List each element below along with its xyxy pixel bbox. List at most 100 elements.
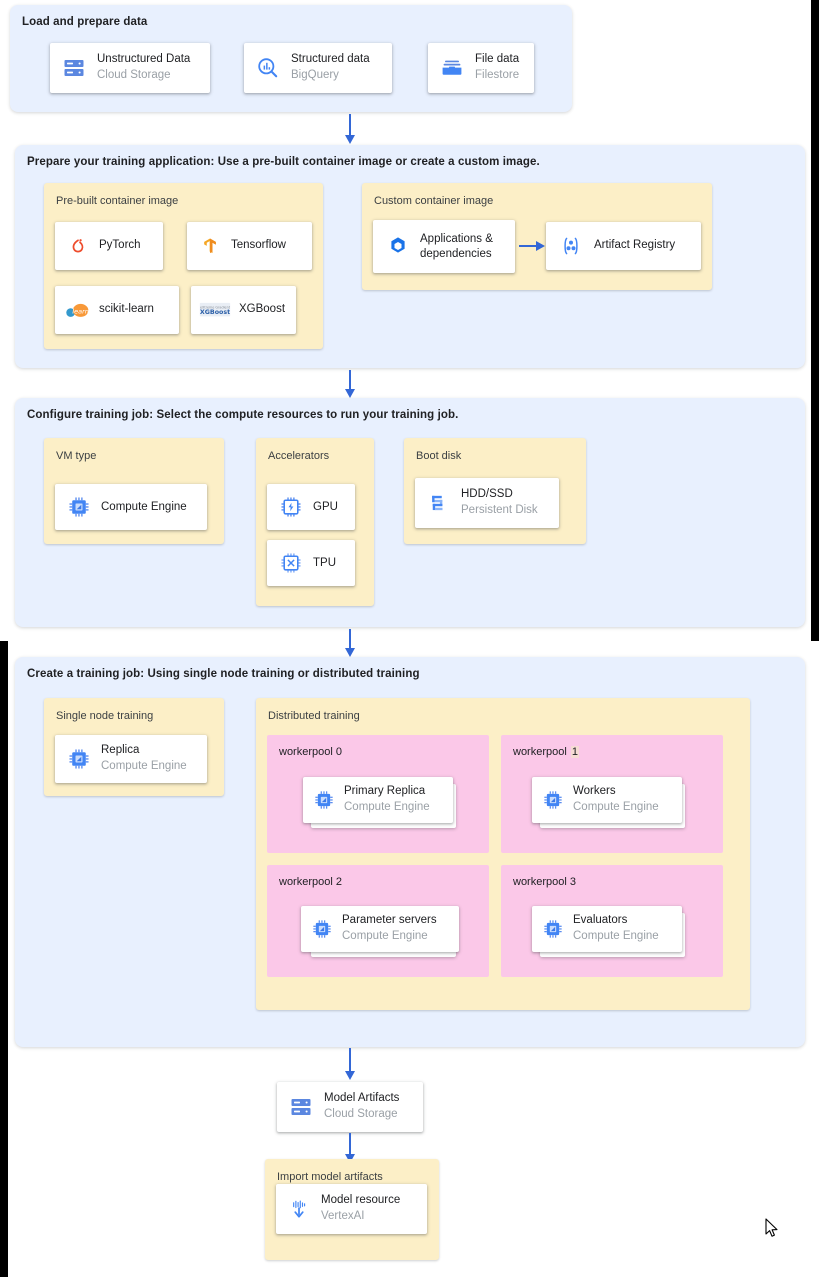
stage-title: Prepare your training application: Use a… xyxy=(27,156,540,168)
pool-label-prefix: workerpool xyxy=(513,746,567,758)
cpu-chip-icon xyxy=(313,789,335,811)
svg-text:XGBoost: XGBoost xyxy=(200,309,230,316)
pool-label-prefix: workerpool 0 xyxy=(279,746,342,758)
card-pytorch[interactable]: PyTorch xyxy=(55,222,163,270)
group-title: Distributed training xyxy=(268,710,360,722)
card-tpu[interactable]: TPU xyxy=(267,540,355,586)
card-title: Model resource xyxy=(321,1194,401,1207)
cpu-chip-icon xyxy=(542,918,564,940)
card-unstructured-data[interactable]: Unstructured Data Cloud Storage xyxy=(50,43,210,93)
arrow-load-to-prepare xyxy=(343,114,357,144)
artifact-registry-icon xyxy=(558,233,584,259)
card-subtitle: BigQuery xyxy=(291,69,339,81)
card-applications-and-dependencies[interactable]: Applications & dependencies xyxy=(373,220,515,273)
card-title: Unstructured Data xyxy=(97,53,191,66)
card-evaluators[interactable]: Evaluators Compute Engine xyxy=(532,906,682,952)
pytorch-icon xyxy=(67,235,89,257)
card-title: GPU xyxy=(313,500,338,513)
card-replica[interactable]: Replica Compute Engine xyxy=(55,735,207,783)
cloud-storage-icon xyxy=(288,1094,314,1120)
card-workers[interactable]: Workers Compute Engine xyxy=(532,777,682,823)
arrow-configure-to-create xyxy=(343,629,357,657)
card-title: Parameter servers xyxy=(342,914,437,927)
arrow-create-to-model-artifacts xyxy=(343,1048,357,1080)
arrow-model-artifacts-to-import xyxy=(343,1133,357,1163)
card-hdd-ssd[interactable]: HDD/SSD Persistent Disk xyxy=(415,478,559,528)
card-title: Model Artifacts xyxy=(324,1092,400,1105)
vertex-ai-icon xyxy=(287,1197,311,1221)
pool-title: workerpool 3 xyxy=(501,865,723,888)
card-primary-replica[interactable]: Primary Replica Compute Engine xyxy=(303,777,453,823)
card-xgboost[interactable]: eXtreme Gradient XGBoost XGBoost xyxy=(191,286,296,334)
persistent-disk-icon xyxy=(427,491,451,515)
card-subtitle: Compute Engine xyxy=(573,930,659,942)
card-subtitle: Compute Engine xyxy=(344,801,430,813)
xgboost-icon: eXtreme Gradient XGBoost xyxy=(199,299,231,321)
card-title: Applications & dependencies xyxy=(420,232,493,260)
cpu-chip-icon xyxy=(67,495,91,519)
card-title: Tensorflow xyxy=(231,239,286,252)
tensorflow-icon xyxy=(199,235,221,257)
pool-label-prefix: workerpool 2 xyxy=(279,876,342,888)
cpu-chip-icon xyxy=(311,918,333,940)
card-subtitle: VertexAI xyxy=(321,1210,365,1222)
card-file-data[interactable]: File data Filestore xyxy=(428,43,534,93)
card-title: Primary Replica xyxy=(344,785,426,798)
group-title: Boot disk xyxy=(416,450,462,462)
card-title: Replica xyxy=(101,744,140,757)
card-title: PyTorch xyxy=(99,239,141,252)
stage-title: Load and prepare data xyxy=(22,16,148,28)
card-title: TPU xyxy=(313,556,336,569)
card-subtitle: Compute Engine xyxy=(101,760,187,772)
card-title: Structured data xyxy=(291,53,370,66)
card-scikit-learn[interactable]: learn scikit-learn xyxy=(55,286,179,334)
card-title: HDD/SSD xyxy=(461,488,513,501)
card-subtitle: Cloud Storage xyxy=(97,69,171,81)
pool-label-prefix: workerpool 3 xyxy=(513,876,576,888)
container-package-icon xyxy=(385,234,411,260)
card-subtitle: Cloud Storage xyxy=(324,1108,398,1120)
cpu-chip-icon xyxy=(67,747,91,771)
card-structured-data[interactable]: Structured data BigQuery xyxy=(244,43,392,93)
card-title: File data xyxy=(475,53,520,66)
scikit-learn-icon: learn xyxy=(65,299,91,321)
bigquery-icon xyxy=(255,55,281,81)
stage-title: Configure training job: Select the compu… xyxy=(27,409,459,421)
card-artifact-registry[interactable]: Artifact Registry xyxy=(546,222,701,270)
svg-text:learn: learn xyxy=(72,307,89,315)
group-title: Pre-built container image xyxy=(56,195,179,207)
card-compute-engine[interactable]: Compute Engine xyxy=(55,484,207,530)
stage-title: Create a training job: Using single node… xyxy=(27,668,420,680)
card-subtitle: Persistent Disk xyxy=(461,504,538,516)
card-gpu[interactable]: GPU xyxy=(267,484,355,530)
group-title: Single node training xyxy=(56,710,154,722)
svg-text:eXtreme Gradient: eXtreme Gradient xyxy=(200,305,231,309)
card-parameter-servers[interactable]: Parameter servers Compute Engine xyxy=(301,906,459,952)
group-title: VM type xyxy=(56,450,97,462)
card-title: Workers xyxy=(573,785,616,798)
right-edge-bar xyxy=(811,0,819,641)
cpu-chip-icon xyxy=(542,789,564,811)
tpu-chip-icon xyxy=(279,551,303,575)
left-edge-bar xyxy=(0,641,8,1277)
gpu-chip-icon xyxy=(279,495,303,519)
arrow-applications-to-artifact-registry xyxy=(519,238,545,254)
pool-title: workerpool 2 xyxy=(267,865,489,888)
pool-title: workerpool 0 xyxy=(267,735,489,758)
group-title: Accelerators xyxy=(268,450,330,462)
card-subtitle: Filestore xyxy=(475,69,520,81)
card-title: Evaluators xyxy=(573,914,628,927)
card-title: Compute Engine xyxy=(101,500,187,513)
group-title: Import model artifacts xyxy=(277,1171,383,1183)
filestore-icon xyxy=(439,55,465,81)
card-title: scikit-learn xyxy=(99,303,154,316)
card-model-artifacts[interactable]: Model Artifacts Cloud Storage xyxy=(277,1082,423,1132)
card-subtitle: Compute Engine xyxy=(573,801,659,813)
card-model-resource[interactable]: Model resource VertexAI xyxy=(276,1184,427,1234)
arrow-prepare-to-configure xyxy=(343,370,357,398)
pool-label-highlight: 1 xyxy=(570,746,579,758)
card-title: XGBoost xyxy=(239,303,286,316)
card-tensorflow[interactable]: Tensorflow xyxy=(187,222,312,270)
